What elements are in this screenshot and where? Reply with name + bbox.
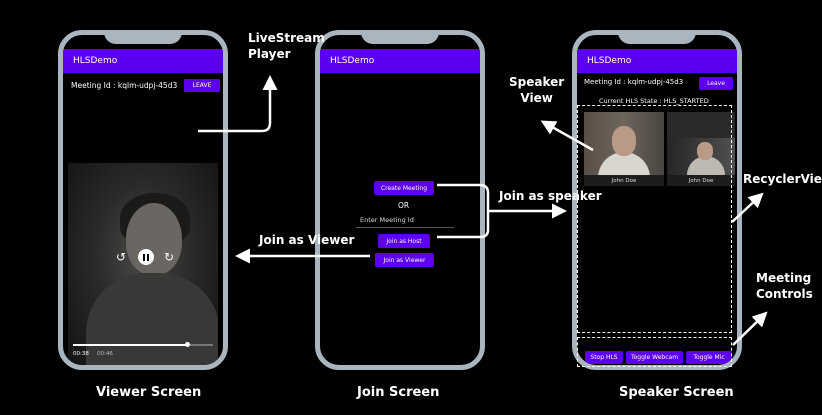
- toggle-webcam-button[interactable]: Toggle Webcam: [626, 351, 683, 364]
- viewer-app-title: HLSDemo: [63, 49, 223, 73]
- time-current: 00:38: [73, 351, 89, 357]
- join-phone: HLSDemo Create Meeting OR Enter Meeting …: [315, 30, 485, 370]
- viewer-screen-label: Viewer Screen: [96, 385, 202, 400]
- phone-notch: [618, 35, 696, 44]
- livestream-video[interactable]: ↺ ↻: [68, 163, 218, 365]
- pause-icon[interactable]: [138, 249, 154, 265]
- arrow-icon: [540, 120, 594, 152]
- livestream-player-label: LiveStream Player: [248, 31, 325, 61]
- or-text: OR: [398, 201, 410, 210]
- time-total: 00:46: [97, 351, 113, 357]
- viewer-meeting-id: Meeting Id : kqlm-udpj-45d3: [71, 81, 178, 90]
- speaker-screen-label: Speaker Screen: [619, 385, 734, 400]
- participant-name: John Doe: [584, 175, 664, 186]
- forward-icon[interactable]: ↻: [164, 250, 175, 264]
- arrow-icon: [732, 311, 768, 346]
- create-meeting-button[interactable]: Create Meeting: [374, 181, 434, 195]
- seek-bar-thumb[interactable]: [185, 342, 190, 347]
- participant-tile: John Doe: [667, 112, 735, 186]
- join-as-speaker-label: Join as speaker: [499, 189, 602, 203]
- meeting-id-underline: [356, 227, 454, 228]
- toggle-mic-button[interactable]: Toggle Mic: [686, 351, 732, 364]
- person-face: [126, 203, 182, 275]
- meeting-id-input[interactable]: Enter Meeting Id: [360, 216, 414, 224]
- rewind-icon[interactable]: ↺: [116, 250, 127, 264]
- seek-bar[interactable]: [73, 342, 213, 347]
- speaker-phone: HLSDemo Meeting Id : kqlm-udpj-45d3 Leav…: [572, 30, 742, 370]
- speaker-view-label: Speaker View: [509, 75, 565, 105]
- join-as-host-button[interactable]: Join as Host: [378, 234, 430, 248]
- participant-face: [697, 142, 713, 160]
- join-as-viewer-label: Join as Viewer: [259, 233, 355, 247]
- hls-state: Current HLS State : HLS_STARTED: [599, 97, 709, 105]
- phone-notch: [104, 35, 182, 44]
- stop-hls-button[interactable]: Stop HLS: [585, 351, 623, 364]
- join-as-viewer-button[interactable]: Join as Viewer: [375, 253, 434, 267]
- phone-notch: [361, 35, 439, 44]
- recycler-view-label: RecyclerView: [743, 172, 822, 186]
- speaker-meeting-id: Meeting Id : kqlm-udpj-45d3: [584, 78, 684, 86]
- recycler-view-outline: [577, 105, 732, 333]
- arrow-icon: [437, 183, 490, 239]
- arrow-icon: [731, 192, 764, 223]
- join-app-title: HLSDemo: [320, 49, 480, 73]
- meeting-controls-outline: [577, 337, 732, 367]
- participant-shirt: [687, 156, 725, 176]
- speaker-leave-button[interactable]: Leave: [699, 77, 733, 90]
- join-screen-label: Join Screen: [357, 385, 440, 400]
- viewer-leave-button[interactable]: LEAVE: [184, 79, 220, 92]
- arrow-icon: [198, 75, 278, 133]
- seek-bar-progress: [73, 344, 188, 346]
- speaker-app-title: HLSDemo: [577, 49, 737, 73]
- meeting-controls-label: Meeting Controls: [756, 271, 813, 301]
- participant-name: John Doe: [667, 175, 735, 186]
- participant-tile: John Doe: [584, 112, 664, 186]
- viewer-phone: HLSDemo Meeting Id : kqlm-udpj-45d3 LEAV…: [58, 30, 228, 370]
- person-body: [86, 273, 218, 365]
- participant-face: [612, 126, 636, 156]
